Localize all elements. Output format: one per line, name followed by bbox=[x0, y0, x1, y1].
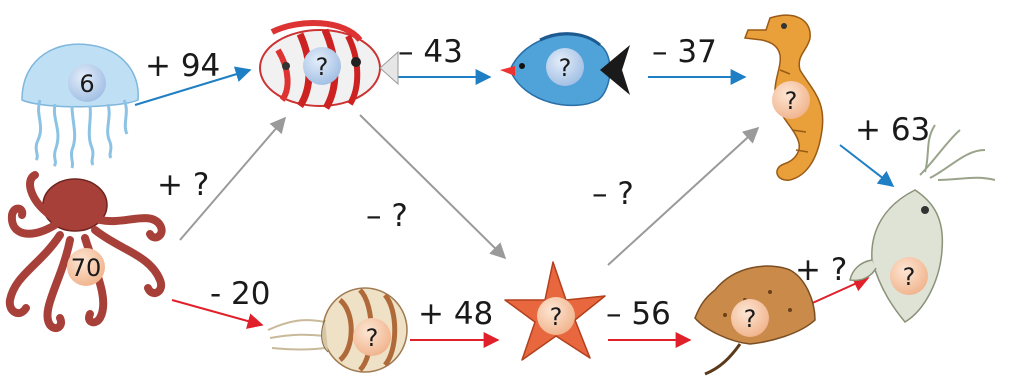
stingray-node: ? bbox=[695, 266, 815, 374]
nautilus-value: ? bbox=[366, 324, 379, 352]
butterflyfish-value: ? bbox=[316, 53, 329, 81]
arrow-butterfly-to-starfish bbox=[360, 115, 505, 258]
op-octopus-to-nautilus: - 20 bbox=[210, 276, 271, 312]
op-nautilus-to-starfish: + 48 bbox=[418, 296, 493, 332]
starfish-node: ? bbox=[505, 262, 605, 360]
op-butterfly-to-bluefish: – 43 bbox=[398, 34, 463, 70]
squid-node: ? bbox=[850, 125, 995, 322]
op-butterfly-to-starfish: – ? bbox=[366, 198, 408, 234]
starfish-value: ? bbox=[550, 303, 563, 331]
jellyfish-value: 6 bbox=[79, 70, 94, 98]
bluefish-value: ? bbox=[559, 54, 572, 82]
arrow-seahorse-to-squid bbox=[840, 145, 893, 186]
jellyfish-node: 6 bbox=[22, 44, 138, 168]
octopus-value: 70 bbox=[71, 254, 102, 282]
op-starfish-to-stingray: – 56 bbox=[606, 296, 671, 332]
op-bluefish-to-seahorse: – 37 bbox=[652, 34, 717, 70]
op-octopus-to-butterfly: + ? bbox=[157, 167, 209, 203]
seahorse-value: ? bbox=[785, 87, 798, 115]
op-starfish-to-seahorse: – ? bbox=[592, 176, 634, 212]
op-seahorse-to-squid: + 63 bbox=[855, 112, 930, 148]
octopus-node: 70 bbox=[10, 175, 162, 328]
nautilus-node: ? bbox=[268, 288, 407, 372]
stingray-value: ? bbox=[744, 305, 757, 333]
squid-value: ? bbox=[903, 263, 916, 291]
squid-icon bbox=[850, 125, 995, 322]
op-jellyfish-to-butterfly: + 94 bbox=[145, 48, 220, 84]
jellyfish-icon bbox=[22, 44, 138, 168]
seahorse-node: ? bbox=[745, 15, 823, 180]
butterflyfish-node: ? bbox=[260, 23, 398, 108]
bluefish-node: ? bbox=[500, 34, 630, 106]
